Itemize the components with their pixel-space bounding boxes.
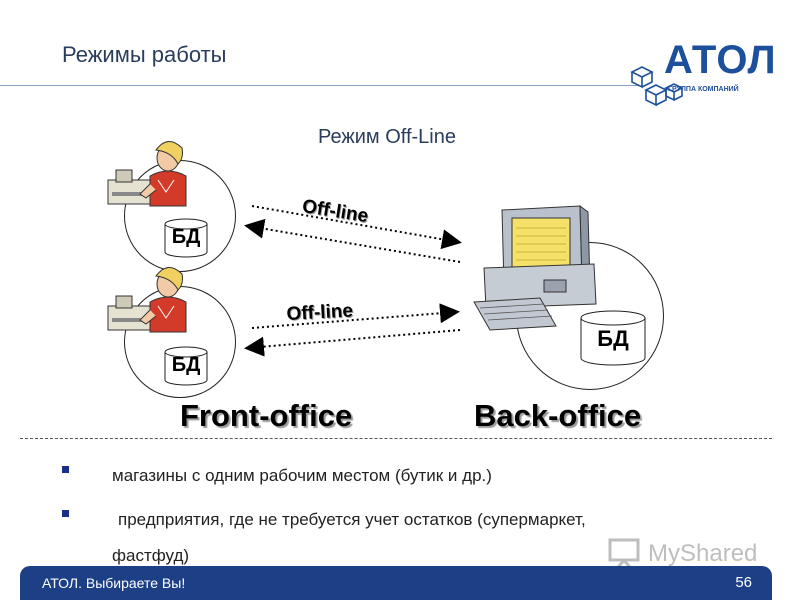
database-label: БД <box>597 326 629 351</box>
computer-icon <box>473 204 597 331</box>
cashier-icon <box>107 141 187 207</box>
bullet-item: предприятия, где не требуется учет остат… <box>118 510 586 529</box>
bullet-item: магазины с одним рабочим местом (бутик и… <box>112 466 492 485</box>
database-back: БД <box>580 310 646 366</box>
bullet-item-continuation: фастфуд) <box>112 546 190 565</box>
footer-text: АТОЛ. Выбираете Вы! <box>42 575 186 591</box>
footer-bar: АТОЛ. Выбираете Вы! 56 <box>20 566 772 600</box>
watermark: MyShared <box>606 536 766 572</box>
section-divider <box>20 438 772 439</box>
cashier-icon <box>107 267 187 333</box>
database-label: БД <box>171 226 201 248</box>
front-office-label: Front-office <box>180 398 353 433</box>
database-front-2: БД <box>164 346 208 386</box>
page-number: 56 <box>735 574 752 591</box>
database-label: БД <box>171 354 201 376</box>
back-office-label: Back-office <box>474 398 642 433</box>
logo-subtitle: ГРУППА КОМПАНИЙ <box>668 86 739 93</box>
bullet-marker <box>62 466 69 473</box>
database-front-1: БД <box>164 218 208 258</box>
logo-wordmark: АТОЛ <box>664 38 777 82</box>
title-divider <box>0 85 640 86</box>
mode-heading: Режим Off-Line <box>318 126 456 148</box>
bullet-marker <box>62 510 69 517</box>
slide-title: Режимы работы <box>62 42 227 67</box>
watermark-text: MyShared <box>648 540 758 567</box>
offline-label-bottom: Off-line <box>286 300 354 325</box>
atol-logo: АТОЛ ГРУППА КОМПАНИЙ <box>626 38 776 118</box>
cubes-icon <box>630 66 684 107</box>
